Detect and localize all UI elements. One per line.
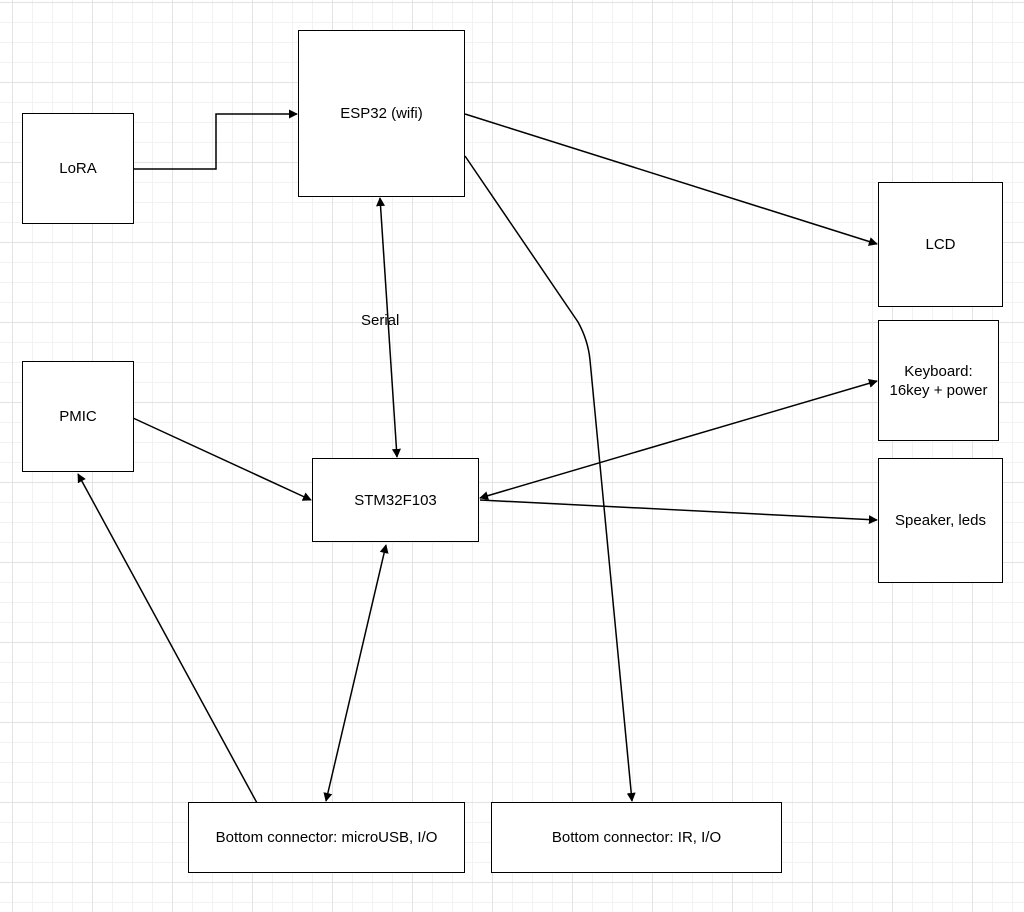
edge-esp32-to-bottom-ir [464,155,636,802]
node-bottom-connector-ir[interactable]: Bottom connector: IR, I/O [491,802,782,873]
node-esp32[interactable]: ESP32 (wifi) [298,30,465,197]
node-bottom-connector-usb[interactable]: Bottom connector: microUSB, I/O [188,802,465,873]
edge-esp32-stm32-serial [376,197,401,458]
node-speaker-leds[interactable]: Speaker, leds [878,458,1003,583]
node-lcd[interactable]: LCD [878,182,1003,307]
edge-bottom-usb-to-pmic [77,473,258,804]
node-keyboard[interactable]: Keyboard: 16key + power [878,320,999,441]
node-stm32[interactable]: STM32F103 [312,458,479,542]
label-serial: Serial [361,312,400,329]
edge-pmic-to-stm32 [132,417,312,501]
edge-stm32-keyboard [479,378,878,501]
edge-stm32-to-speaker [479,499,878,525]
node-pmic[interactable]: PMIC [22,361,134,472]
edge-lora-to-esp32 [133,109,298,170]
edge-stm32-bottom-usb [323,544,389,802]
node-lora[interactable]: LoRA [22,113,134,224]
edge-esp32-to-lcd [464,113,878,246]
